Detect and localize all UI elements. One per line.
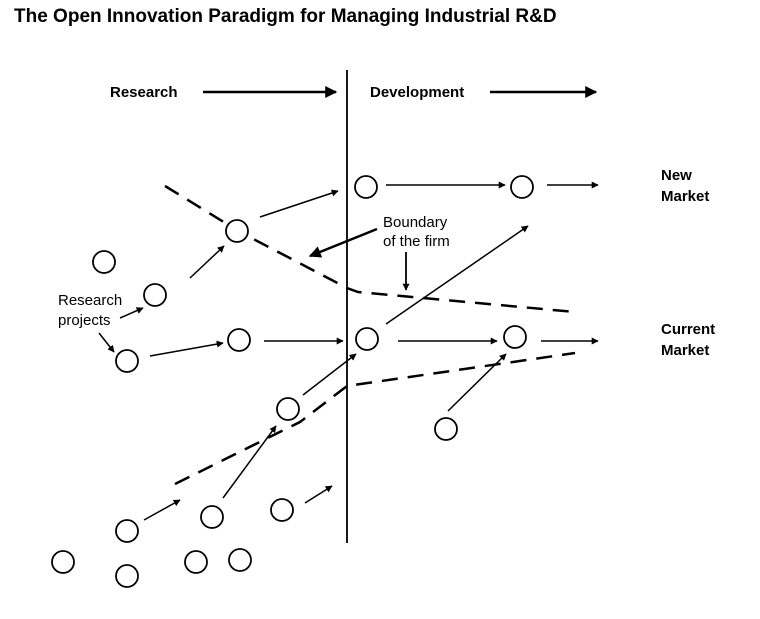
current-market-label-line2: Market xyxy=(661,342,709,359)
flow-arrow xyxy=(189,245,225,279)
project-circle xyxy=(184,550,208,574)
firm-boundary-upper xyxy=(164,184,576,314)
project-circle xyxy=(276,397,300,421)
research-projects-arrow-1 xyxy=(119,307,144,319)
boundary-label-line2: of the firm xyxy=(383,233,450,250)
flow-arrow xyxy=(143,499,181,521)
project-circle xyxy=(354,175,378,199)
diagram-title: The Open Innovation Paradigm for Managin… xyxy=(14,6,557,27)
flow-arrow xyxy=(222,425,277,499)
project-circle xyxy=(355,327,379,351)
project-circle xyxy=(434,417,458,441)
project-circle xyxy=(92,250,116,274)
flow-arrow xyxy=(259,189,339,218)
flow-arrow xyxy=(385,225,529,325)
project-circle xyxy=(143,283,167,307)
project-circle xyxy=(51,550,75,574)
flow-arrow xyxy=(447,353,507,412)
research-projects-label-line2: projects xyxy=(58,312,111,329)
project-circle xyxy=(228,548,252,572)
phase-research-label: Research xyxy=(110,84,178,101)
phase-development-label: Development xyxy=(370,84,464,101)
project-circle xyxy=(115,519,139,543)
project-circle xyxy=(510,175,534,199)
current-market-label-line1: Current xyxy=(661,321,715,338)
project-circle xyxy=(225,219,249,243)
project-circle xyxy=(503,325,527,349)
new-market-label-line2: Market xyxy=(661,188,709,205)
boundary-pointer-arrow-left xyxy=(308,227,378,258)
flow-arrow xyxy=(149,340,224,357)
project-circle xyxy=(270,498,294,522)
project-circle xyxy=(115,349,139,373)
research-projects-arrow-2 xyxy=(98,332,115,353)
project-circle xyxy=(200,505,224,529)
project-circle xyxy=(227,328,251,352)
flow-arrow xyxy=(304,485,333,504)
new-market-label-line1: New xyxy=(661,167,692,184)
boundary-label-line1: Boundary xyxy=(383,214,448,231)
research-projects-label-line1: Research xyxy=(58,292,122,309)
firm-boundary-lower xyxy=(174,351,576,486)
flow-arrow xyxy=(302,353,357,396)
project-circle xyxy=(115,564,139,588)
